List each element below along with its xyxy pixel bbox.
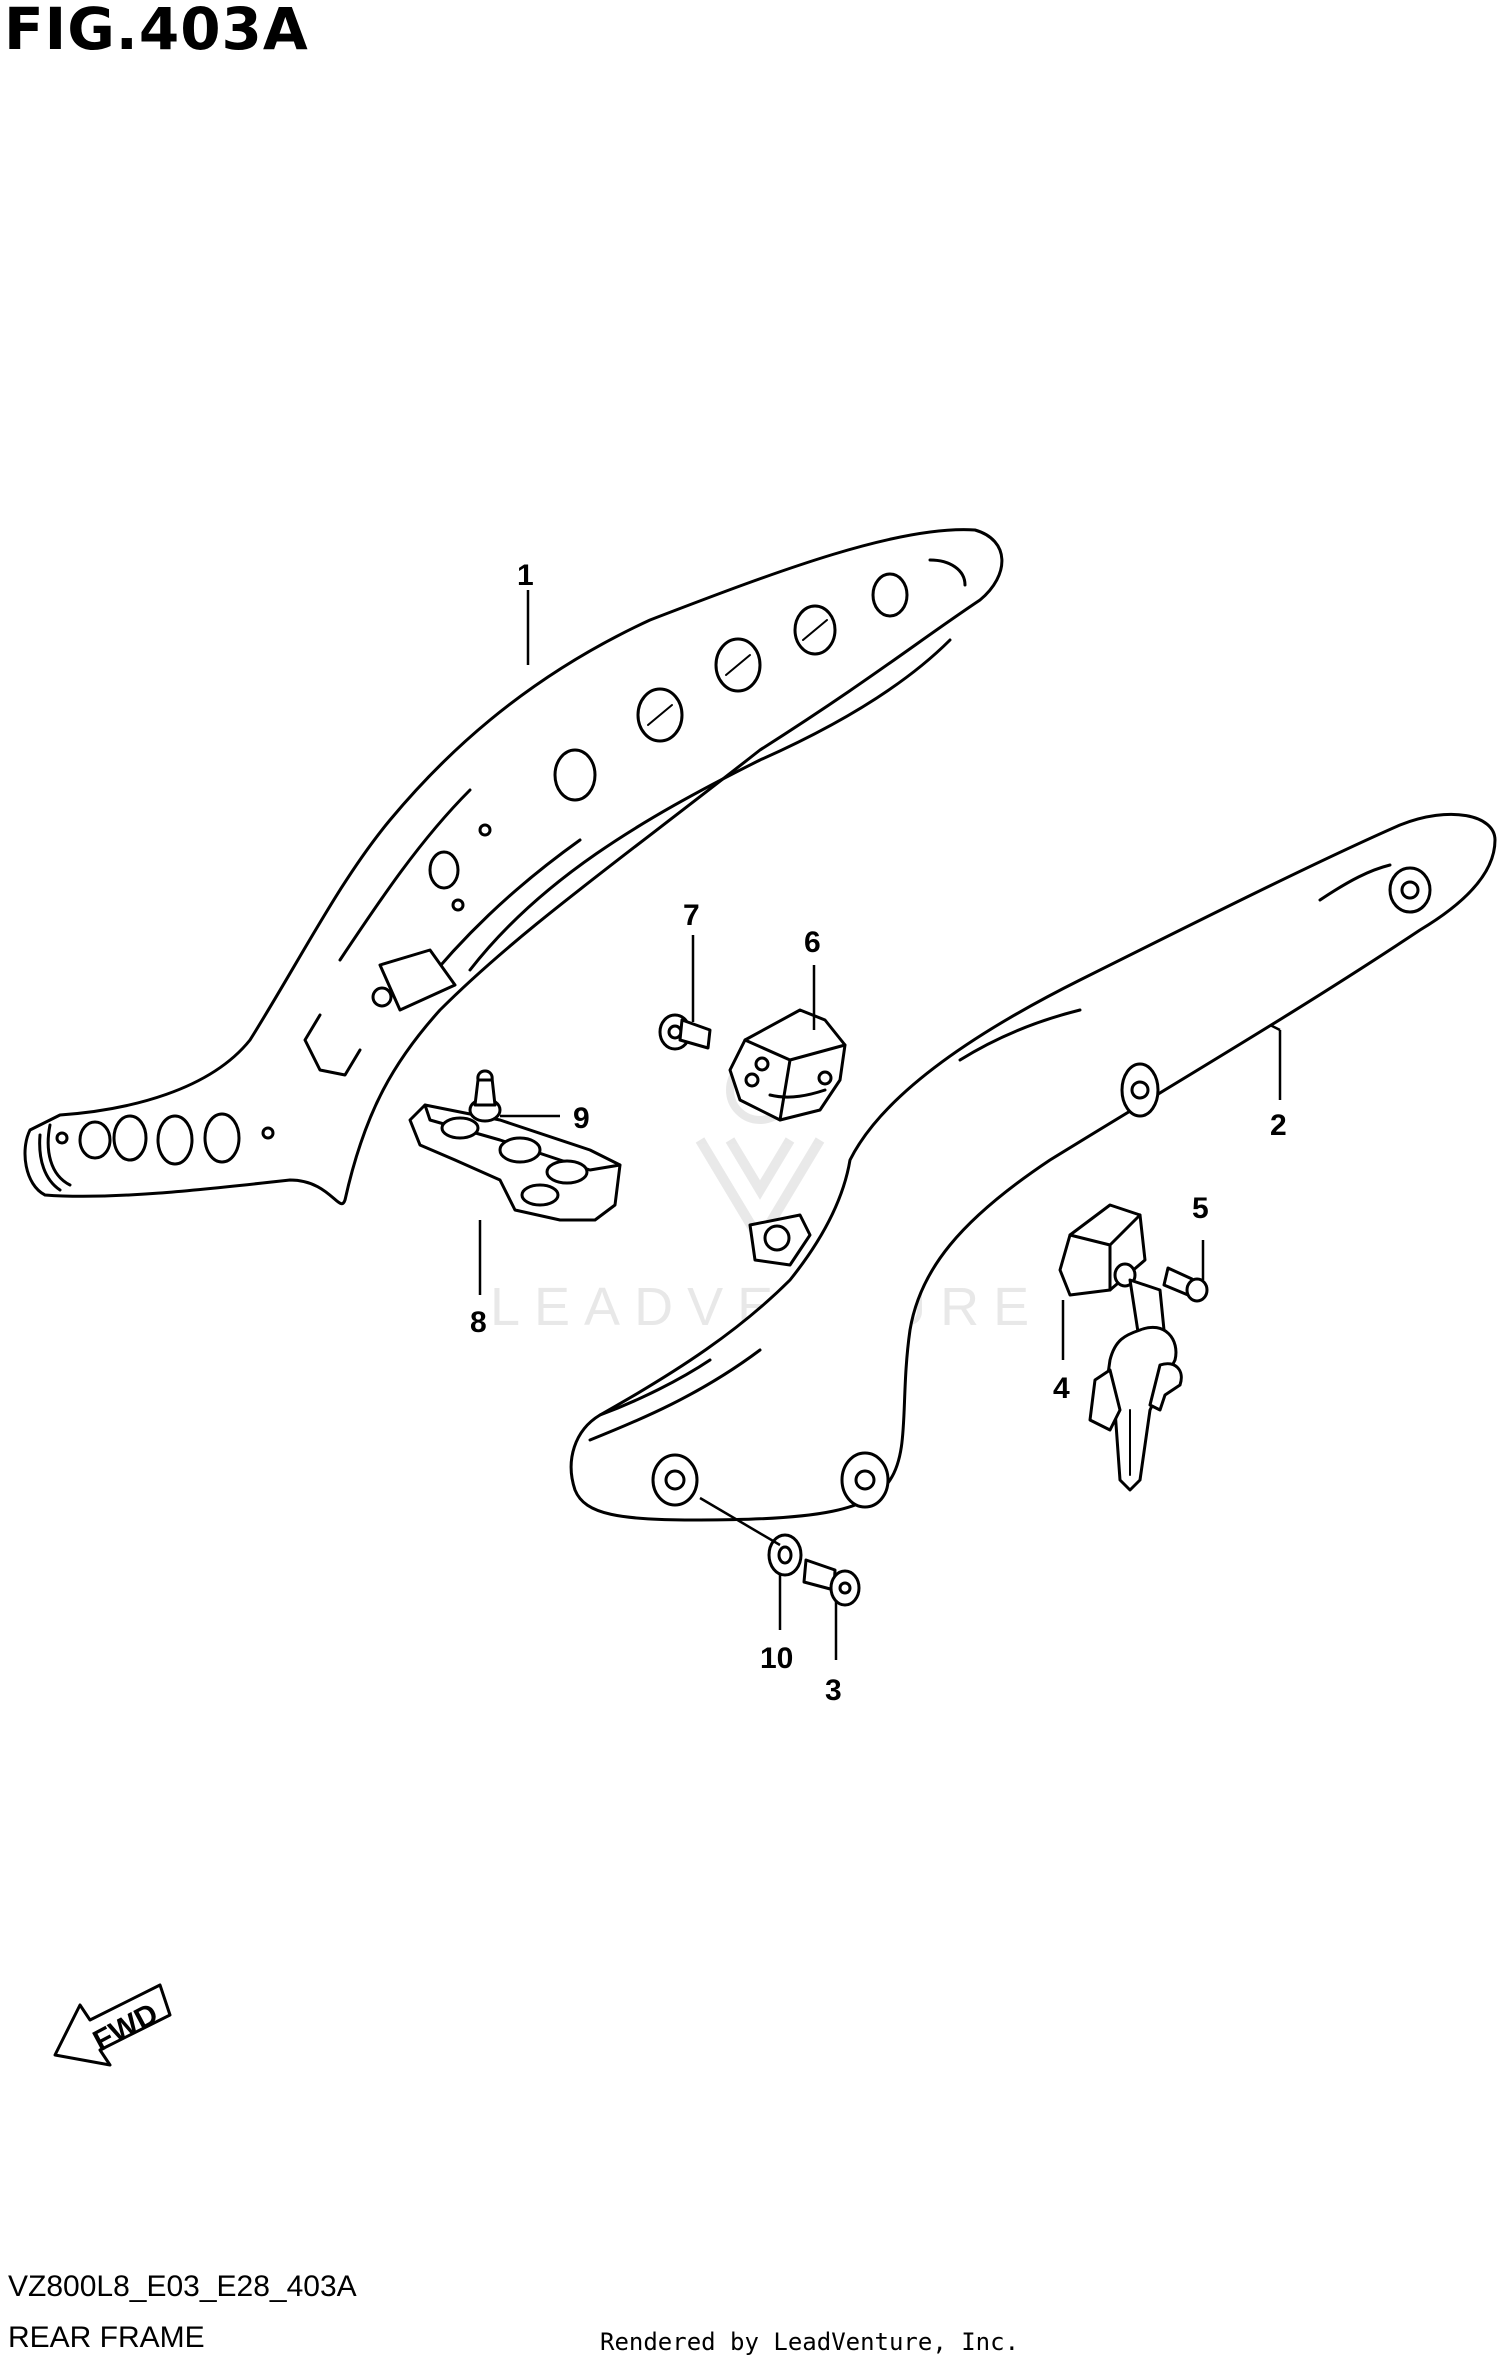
callout-4: 4 (1053, 1372, 1070, 1405)
right-rear-frame (569, 812, 1497, 1522)
callout-10: 10 (760, 1642, 793, 1675)
callout-9: 9 (573, 1102, 590, 1135)
callout-3: 3 (825, 1674, 842, 1707)
callout-labels: 1 2 3 4 5 6 7 8 9 10 (470, 559, 1287, 1707)
callout-5: 5 (1192, 1192, 1209, 1225)
screw-9 (468, 1069, 502, 1123)
callout-2: 2 (1270, 1109, 1287, 1142)
screw-5 (1162, 1266, 1209, 1303)
flange-bolt-7 (658, 1013, 712, 1051)
bolt-3 (802, 1558, 861, 1607)
callout-6: 6 (804, 926, 821, 959)
figure-code: VZ800L8_E03_E28_403A (8, 2270, 357, 2303)
left-rear-frame (23, 528, 1004, 1206)
washer-10 (767, 1533, 803, 1577)
fwd-arrow: FWD (53, 1983, 172, 2067)
figure-name: REAR FRAME (8, 2321, 205, 2354)
leader-lines (478, 590, 1282, 1660)
callout-1: 1 (517, 559, 534, 592)
hinge-bracket-6 (728, 1008, 847, 1122)
bracket-plate-8 (408, 1103, 622, 1222)
helmet-lock-4 (1058, 1203, 1183, 1492)
callout-7: 7 (683, 899, 700, 932)
callout-8: 8 (470, 1306, 487, 1339)
figure-title: FIG.403A (4, 0, 309, 63)
render-credit: Rendered by LeadVenture, Inc. (600, 2328, 1020, 2356)
